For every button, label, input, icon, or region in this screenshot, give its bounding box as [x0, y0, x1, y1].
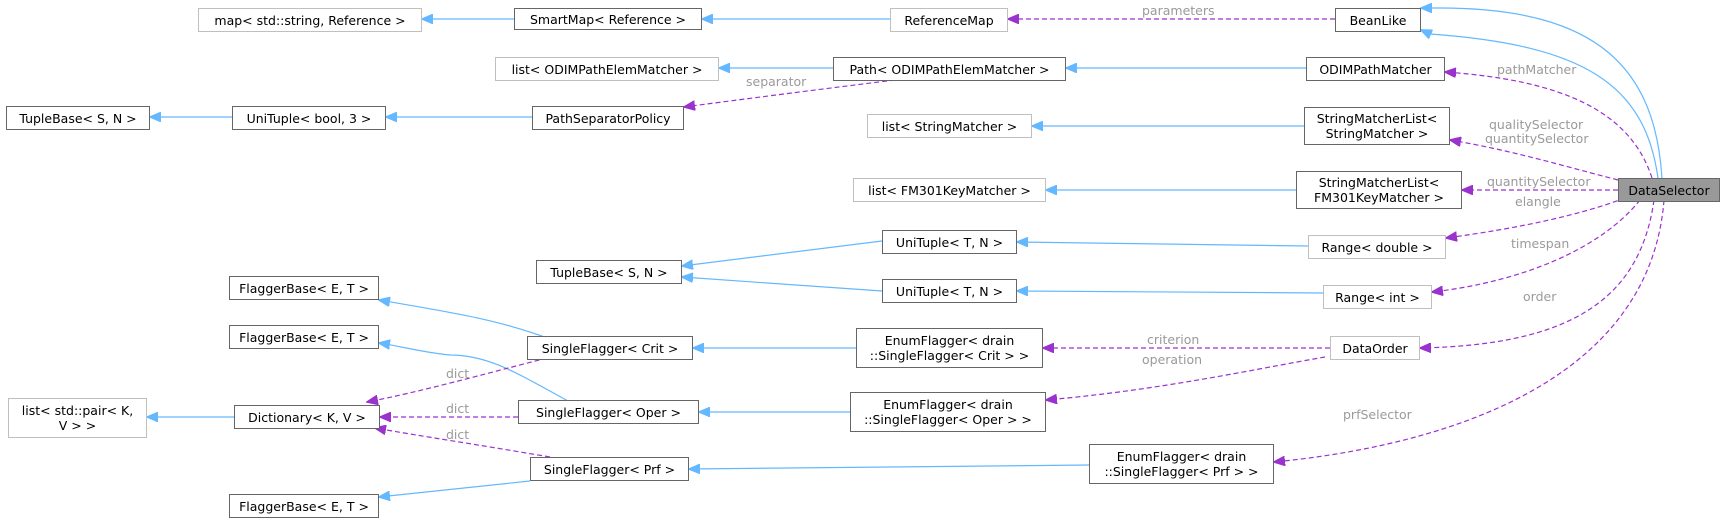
edge-path-separator — [684, 79, 896, 107]
edge-label-dict-1: dict — [446, 366, 469, 381]
node-unituple-bool-3[interactable]: UniTuple< bool, 3 > — [232, 106, 386, 130]
edge-label-separator: separator — [746, 74, 807, 89]
node-dataselector[interactable]: DataSelector — [1618, 178, 1720, 202]
node-list-fm301keymatcher[interactable]: list< FM301KeyMatcher > — [853, 178, 1046, 202]
edge-singleflagger-crit-to-flaggerbase — [379, 300, 551, 340]
node-flaggerbase-2[interactable]: FlaggerBase< E, T > — [229, 325, 379, 349]
node-dataorder[interactable]: DataOrder — [1330, 336, 1420, 360]
node-stringmatcherlist-fm301keymatcher[interactable]: StringMatcherList< FM301KeyMatcher > — [1296, 171, 1462, 209]
node-enumflagger-crit[interactable]: EnumFlagger< drain ::SingleFlagger< Crit… — [856, 328, 1043, 368]
edge-label-pathmatcher: pathMatcher — [1497, 62, 1577, 77]
edge-singleflagger-oper-to-flaggerbase — [379, 343, 569, 402]
edge-unituple1-to-tuplebase — [682, 240, 883, 266]
edge-range-int-to-unituple — [1017, 291, 1324, 293]
edge-range-double-to-unituple — [1017, 242, 1309, 246]
node-map-string-reference[interactable]: map< std::string, Reference > — [198, 8, 422, 32]
edge-singleflagger-prf-to-flaggerbase — [379, 480, 531, 497]
node-path-odimpathelemmatcher[interactable]: Path< ODIMPathElemMatcher > — [833, 57, 1066, 81]
edge-label-quantityselector-2: quantitySelector — [1487, 174, 1591, 189]
edge-dataselector-to-beanlike-2 — [1421, 30, 1659, 179]
node-flaggerbase-3[interactable]: FlaggerBase< E, T > — [229, 494, 379, 518]
edge-label-qualityselector: qualitySelector — [1489, 117, 1584, 132]
node-range-int[interactable]: Range< int > — [1323, 285, 1432, 309]
node-tuplebase-top[interactable]: TupleBase< S, N > — [6, 106, 150, 130]
edge-label-elangle: elangle — [1515, 194, 1561, 209]
edge-label-parameters: parameters — [1142, 3, 1215, 18]
node-dictionary-kv[interactable]: Dictionary< K, V > — [234, 405, 380, 429]
edge-dataselector-timespan — [1432, 199, 1641, 292]
edge-dataselector-to-beanlike-1 — [1421, 8, 1663, 179]
node-range-double[interactable]: Range< double > — [1308, 235, 1446, 259]
edge-unituple2-to-tuplebase — [682, 277, 883, 292]
node-flaggerbase-1[interactable]: FlaggerBase< E, T > — [229, 276, 379, 300]
edge-label-prfselector: prfSelector — [1343, 407, 1413, 422]
node-list-pair-kv[interactable]: list< std::pair< K, V > > — [8, 398, 147, 438]
edge-singleflagger-crit-dict — [367, 355, 556, 402]
edge-label-quantityselector-1: quantitySelector — [1485, 131, 1589, 146]
node-beanlike[interactable]: BeanLike — [1335, 8, 1421, 32]
node-stringmatcherlist-stringmatcher[interactable]: StringMatcherList< StringMatcher > — [1304, 107, 1450, 145]
edge-label-criterion: criterion — [1147, 332, 1199, 347]
node-odimpathmatcher[interactable]: ODIMPathMatcher — [1306, 57, 1445, 81]
node-tuplebase-mid[interactable]: TupleBase< S, N > — [536, 260, 682, 284]
edge-label-timespan: timespan — [1511, 236, 1569, 251]
edge-singleflagger-prf-dict — [375, 428, 551, 458]
edge-dataselector-quality — [1450, 140, 1619, 181]
edge-label-operation: operation — [1142, 352, 1202, 367]
node-singleflagger-oper[interactable]: SingleFlagger< Oper > — [518, 400, 699, 424]
edge-label-dict-2: dict — [446, 401, 469, 416]
edge-dataselector-prf — [1274, 199, 1665, 462]
edge-dataselector-pathmatcher — [1445, 72, 1653, 179]
node-unituple-tn-2[interactable]: UniTuple< T, N > — [882, 279, 1017, 303]
node-pathseparatorpolicy[interactable]: PathSeparatorPolicy — [532, 106, 684, 130]
edge-enumflagger-prf-to-singleflagger — [689, 465, 1090, 469]
node-singleflagger-crit[interactable]: SingleFlagger< Crit > — [527, 336, 693, 360]
node-list-odimpathelemmatcher[interactable]: list< ODIMPathElemMatcher > — [495, 57, 719, 81]
node-enumflagger-oper[interactable]: EnumFlagger< drain ::SingleFlagger< Oper… — [850, 392, 1046, 432]
node-singleflagger-prf[interactable]: SingleFlagger< Prf > — [530, 457, 689, 481]
node-referencemap[interactable]: ReferenceMap — [890, 8, 1008, 32]
edge-dataselector-elangle — [1446, 197, 1626, 238]
edge-dataselector-order — [1420, 199, 1655, 348]
node-smartmap-reference[interactable]: SmartMap< Reference > — [514, 8, 702, 30]
node-list-stringmatcher[interactable]: list< StringMatcher > — [867, 114, 1032, 138]
edge-label-dict-3: dict — [446, 427, 469, 442]
node-unituple-tn-1[interactable]: UniTuple< T, N > — [882, 230, 1017, 254]
edge-label-order: order — [1523, 289, 1557, 304]
node-enumflagger-prf[interactable]: EnumFlagger< drain ::SingleFlagger< Prf … — [1089, 444, 1274, 484]
